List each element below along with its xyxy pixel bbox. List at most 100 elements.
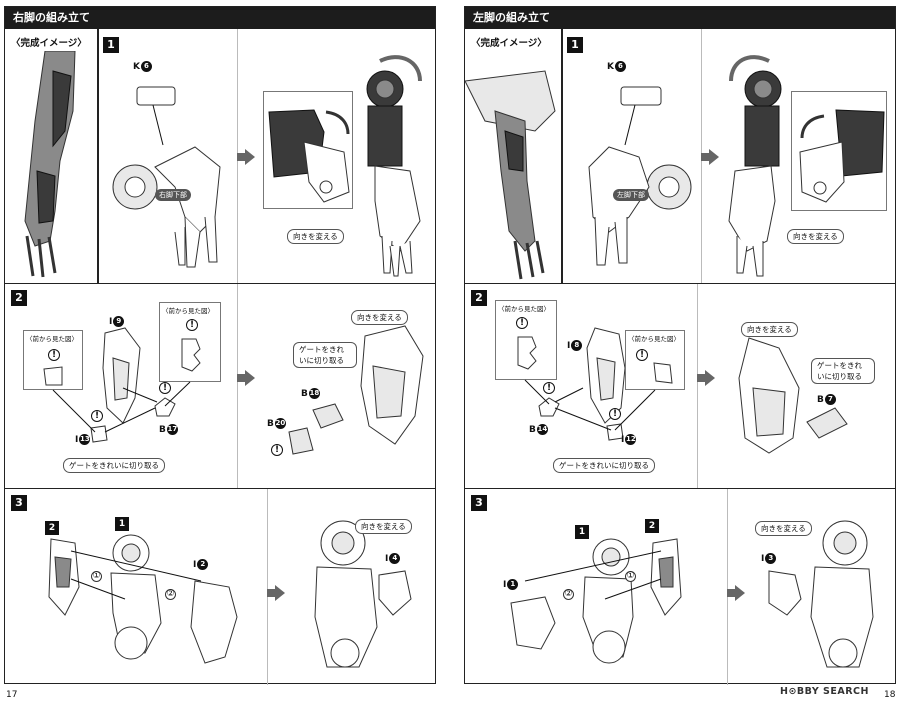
right-step3-circle-2: ② [563,589,574,600]
right-step3-part2-illustration [650,538,682,616]
right-step3-ref-1: 1 [575,525,589,539]
left-step3-circle-1: ① [91,571,102,582]
right-step3-number: 3 [471,495,487,511]
part-number: 13 [79,434,91,445]
right-step3-circle-1: ① [625,571,636,582]
part-number: 1 [507,579,519,590]
left-step1-next-arrow [237,149,255,165]
part-letter: B [817,395,824,405]
left-step1-parts-illustration [112,86,221,268]
right-step3-ref-2: 2 [645,519,659,533]
left-step3-result-illustration [314,520,378,668]
left-step2-next-arrow [237,370,255,386]
left-step3-part1-illustration [110,534,162,660]
part-letter: K [133,62,140,72]
part-letter: I [761,554,765,564]
right-step3-part-i1-illustration [510,596,556,650]
part-number: 9 [113,316,125,327]
part-letter: I [385,554,389,564]
part-letter: I [109,317,113,327]
left-step3-number: 3 [11,495,27,511]
caution-icon: ! [186,319,198,331]
left-step2-gate-note-2: ゲートをきれいに切り取る [293,342,357,368]
left-step2-caution-3: ! [271,444,283,456]
part-letter: I [567,341,571,351]
left-step2-turn-note: 向きを変える [351,310,408,325]
part-letter: K [607,62,614,72]
right-step1-result-illustration [728,55,782,277]
left-step3-part-i2-illustration [190,580,238,664]
part-number: 12 [625,434,637,445]
part-number: 18 [308,388,320,399]
part-number: 7 [824,394,836,405]
left-step3-next-arrow [267,585,285,601]
part-letter: B [529,425,536,435]
left-step1-lower-leg-tag: 右脚下部 [155,189,191,201]
part-number: 17 [166,424,178,435]
left-page-header: 右脚の組み立て [5,7,435,29]
part-number: 4 [389,553,401,564]
left-step2-caution-1: ! [159,382,171,394]
left-step2-pointer-lines [52,381,191,433]
left-step3-part2-illustration [48,538,80,616]
hobby-search-watermark: H⊙BBY SEARCH [780,686,869,697]
part-letter: I [75,435,79,445]
left-step2-number: 2 [11,290,27,306]
right-step2-result-illustration [738,337,800,454]
part-number: 3 [765,553,777,564]
right-page-header: 左脚の組み立て [465,7,895,29]
left-step2-front-view-box-2: 〈前から見た図〉 ! [159,302,221,382]
left-step2-front-view-box-1: 〈前から見た図〉 ! [23,330,83,390]
left-step3-divider [267,489,268,685]
left-step1-result-illustration [366,55,422,277]
right-step1-parts-illustration [588,86,692,266]
right-step3-part1-illustration [582,538,634,664]
part-number: 14 [536,424,548,435]
right-step2-divider [697,284,698,488]
left-step1-number: 1 [103,37,119,53]
right-step1-divider [561,29,563,283]
part-letter: I [621,435,625,445]
right-step3-next-arrow [727,585,745,601]
front-view-label: 〈前から見た図〉 [162,307,214,315]
left-step3-ref-1: 1 [115,517,129,531]
left-completed-image [5,51,97,281]
right-step1-turn-note: 向きを変える [787,229,844,244]
right-page-number: 18 [884,690,896,700]
left-completed-label: 〈完成イメージ〉 [11,38,87,49]
right-step2-next-arrow [697,370,715,386]
left-step2-caution-2: ! [91,410,103,422]
right-step2-caution-2: ! [609,408,621,420]
front-view-label: 〈前から見た図〉 [26,335,78,343]
right-step2-caution-1: ! [543,382,555,394]
caution-icon: ! [48,349,60,361]
right-step2-turn-note: 向きを変える [741,322,798,337]
part-letter: I [503,580,507,590]
right-step1-number: 1 [567,37,583,53]
right-step3-turn-note: 向きを変える [755,521,812,536]
left-step1-detail-box [263,91,353,209]
caution-icon: ! [636,349,648,361]
part-letter: B [159,425,166,435]
left-step2-divider [237,284,238,488]
